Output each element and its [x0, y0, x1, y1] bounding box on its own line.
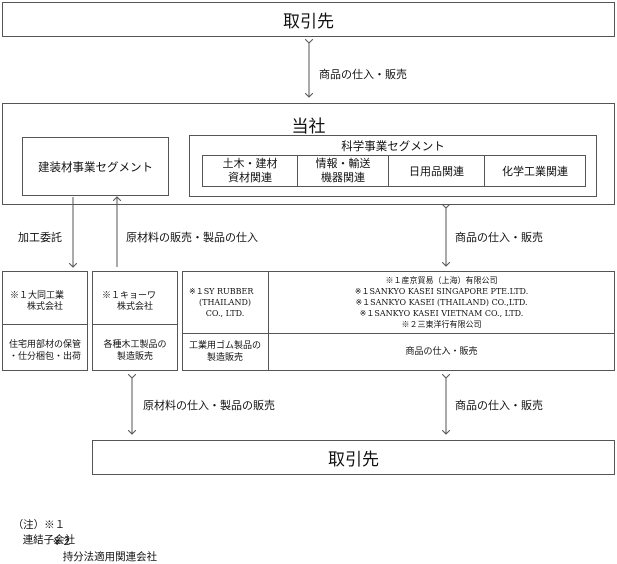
- division-line: 日用品関連: [409, 165, 464, 178]
- division-box: 化学工業関連: [484, 155, 586, 187]
- subsidiary-name: 株式会社: [26, 302, 63, 312]
- subsidiary-name: ※１SANKYO KASEI SINGAPORE PTE.LTD.: [354, 287, 529, 296]
- building-segment-box: 建装材事業セグメント: [22, 137, 169, 196]
- science-segment-label: 科学事業セグメント: [341, 139, 445, 153]
- flow-label-bottom-left: 原材料の仕入・製品の販売: [143, 399, 275, 412]
- subsidiary-name: ※２三東洋行有限公司: [401, 320, 482, 329]
- subsidiary-name: 株式会社: [116, 302, 153, 312]
- division-line: 資材関連: [228, 171, 272, 184]
- subsidiary-desc: 製造販売: [206, 353, 243, 363]
- division-line: 機器関連: [321, 171, 365, 184]
- subsidiary-box-kyowa: [92, 271, 178, 371]
- bottom-partner-box: 取引先: [92, 440, 615, 475]
- division-box: 日用品関連: [388, 155, 485, 187]
- subsidiary-box-group: [182, 271, 615, 371]
- division-line: 情報・輸送: [315, 157, 371, 170]
- note-prefix: ※２: [52, 536, 72, 548]
- subsidiary-name: CO., LTD.: [205, 309, 245, 318]
- divider: [92, 324, 178, 325]
- flow-label-kako: 加工委託: [18, 231, 62, 244]
- subsidiary-desc: 製造販売: [116, 352, 153, 362]
- subsidiary-name: ※１SANKYO KASEI (THAILAND) CO.,LTD.: [355, 298, 528, 307]
- subsidiary-desc: 住宅用部材の保管: [8, 340, 81, 350]
- top-partner-label: 取引先: [283, 12, 334, 32]
- divider: [268, 271, 269, 371]
- flow-label-top: 商品の仕入・販売: [319, 68, 407, 81]
- note-prefix: （注）※１: [12, 519, 66, 531]
- subsidiary-desc: 商品の仕入・販売: [405, 347, 478, 357]
- divider: [2, 324, 88, 325]
- flow-label-mid-right: 商品の仕入・販売: [455, 231, 543, 244]
- note-line: ※２ 持分法適用関連会社: [46, 522, 158, 564]
- division-line: 土木・建材: [222, 157, 278, 170]
- divider: [182, 333, 615, 334]
- subsidiary-desc: ・仕分梱包・出荷: [8, 352, 81, 362]
- subsidiary-name: ※１SANKYO KASEI VIETNAM CO., LTD.: [359, 309, 524, 318]
- subsidiary-name: (THAILAND): [199, 298, 251, 307]
- flow-arrows: [0, 0, 617, 535]
- division-box: 情報・輸送 機器関連: [297, 155, 389, 187]
- subsidiary-name: ※１産京貿易（上海）有限公司: [385, 276, 498, 285]
- subsidiary-desc: 工業用ゴム製品の: [188, 341, 261, 351]
- note-text: 持分法適用関連会社: [62, 551, 158, 563]
- division-box: 土木・建材 資材関連: [202, 155, 298, 187]
- flow-label-bottom-right: 商品の仕入・販売: [455, 399, 543, 412]
- company-label: 当社: [291, 117, 326, 137]
- building-segment-label: 建装材事業セグメント: [38, 159, 153, 174]
- subsidiary-desc: 各種木工製品の: [103, 340, 167, 350]
- bottom-partner-label: 取引先: [328, 450, 379, 470]
- division-line: 化学工業関連: [502, 165, 568, 178]
- top-partner-box: 取引先: [2, 2, 615, 37]
- subsidiary-name: ※１キョーワ: [102, 291, 157, 301]
- subsidiary-name: ※１SY RUBBER: [189, 287, 254, 296]
- subsidiary-name: ※１大同工業: [10, 291, 65, 301]
- flow-label-genzai: 原材料の販売・製品の仕入: [126, 231, 258, 244]
- subsidiary-box-daido: [2, 271, 88, 371]
